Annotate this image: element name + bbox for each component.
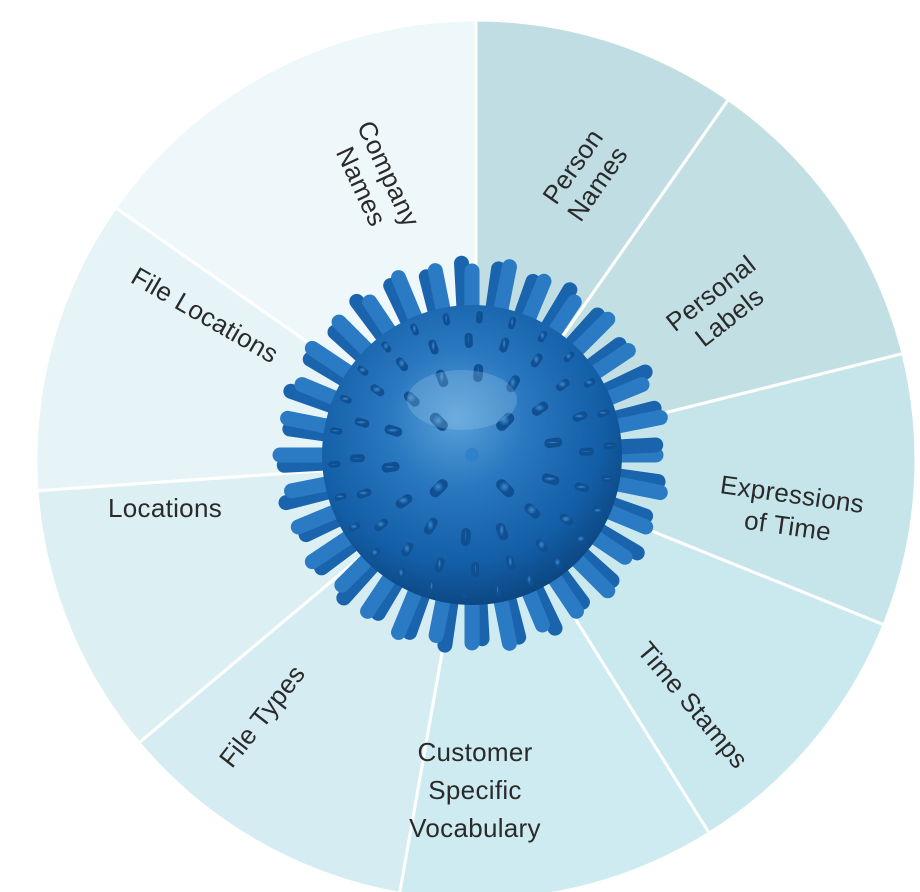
wheel-segment [471,351,918,627]
ball-nubs [328,311,616,599]
ball-highlight [407,370,517,430]
segment-label: Locations [108,493,222,523]
segment-label-line: Customer [417,737,532,767]
spiky-ball-icon [272,255,668,653]
segment-label-line: Vocabulary [409,813,541,843]
segment-label-line: Locations [108,493,222,523]
segment-label-line: Specific [428,775,521,805]
